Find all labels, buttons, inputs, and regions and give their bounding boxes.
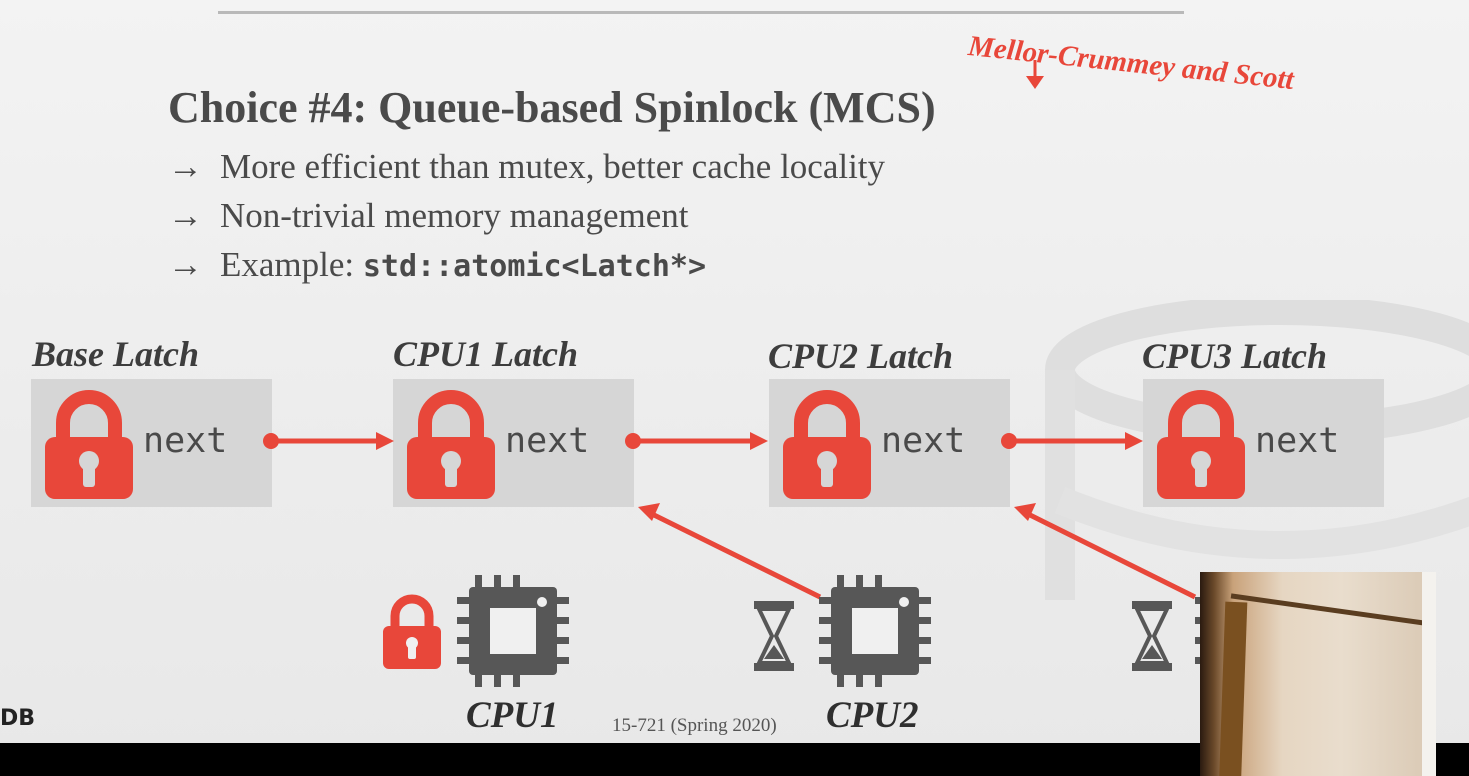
logo-text: DB [0, 706, 36, 731]
bullet-item: → Non-trivial memory management [168, 191, 885, 240]
cpu2-latch-label: CPU2 Latch [768, 336, 953, 376]
bullet-item: → More efficient than mutex, better cache… [168, 142, 885, 191]
bullet-text: Non-trivial memory management [220, 196, 689, 235]
webcam-post [1218, 601, 1248, 776]
cpu2-latch-box: next [769, 379, 1010, 507]
cpu3-latch-box: next [1143, 379, 1384, 507]
cpu2-pointer-arrow [638, 503, 822, 600]
bullet-arrow-icon: → [168, 147, 203, 186]
next-arrow [263, 432, 394, 450]
slide-title: Choice #4: Queue-based Spinlock (MCS) [168, 83, 936, 132]
lock-icon [1157, 390, 1245, 499]
lock-icon [45, 390, 133, 499]
webcam-overlay [1200, 572, 1436, 776]
next-arrow [1001, 432, 1143, 450]
cpu-chip-icon [457, 575, 569, 687]
next-arrow [625, 432, 768, 450]
next-pointer-field: next [1255, 421, 1340, 461]
webcam-trim [1230, 593, 1436, 628]
top-divider [218, 11, 1184, 14]
cpu1-label: CPU1 [466, 695, 559, 736]
lock-icon [383, 594, 441, 669]
next-pointer-field: next [505, 421, 590, 461]
bullet-text: Example: [220, 245, 363, 284]
cpu1-latch-label: CPU1 Latch [393, 334, 578, 374]
next-pointer-field: next [143, 421, 228, 461]
cpu-chip-icon [819, 575, 931, 687]
lock-icon [783, 390, 871, 499]
base-latch-box: next [31, 379, 272, 507]
base-latch-label: Base Latch [32, 334, 199, 374]
bullet-arrow-icon: → [168, 196, 203, 235]
course-footer: 15-721 (Spring 2020) [612, 715, 777, 736]
annotation-arrow [1026, 60, 1044, 89]
bullet-item: → Example: std::atomic<Latch*> [168, 240, 885, 291]
hourglass-icon [754, 601, 794, 671]
webcam-edge [1422, 572, 1436, 776]
cpu2-label: CPU2 [826, 695, 919, 736]
cpu1-latch-box: next [393, 379, 634, 507]
next-pointer-field: next [881, 421, 966, 461]
cpu3-latch-label: CPU3 Latch [1142, 336, 1327, 376]
bullet-text: More efficient than mutex, better cache … [220, 147, 886, 186]
bullet-arrow-icon: → [168, 245, 203, 284]
bullet-code: std::atomic<Latch*> [362, 249, 707, 284]
cpu3-pointer-arrow [1014, 503, 1197, 600]
lock-icon [407, 390, 495, 499]
bullet-list: → More efficient than mutex, better cache… [168, 142, 885, 291]
hourglass-icon [1132, 601, 1172, 671]
